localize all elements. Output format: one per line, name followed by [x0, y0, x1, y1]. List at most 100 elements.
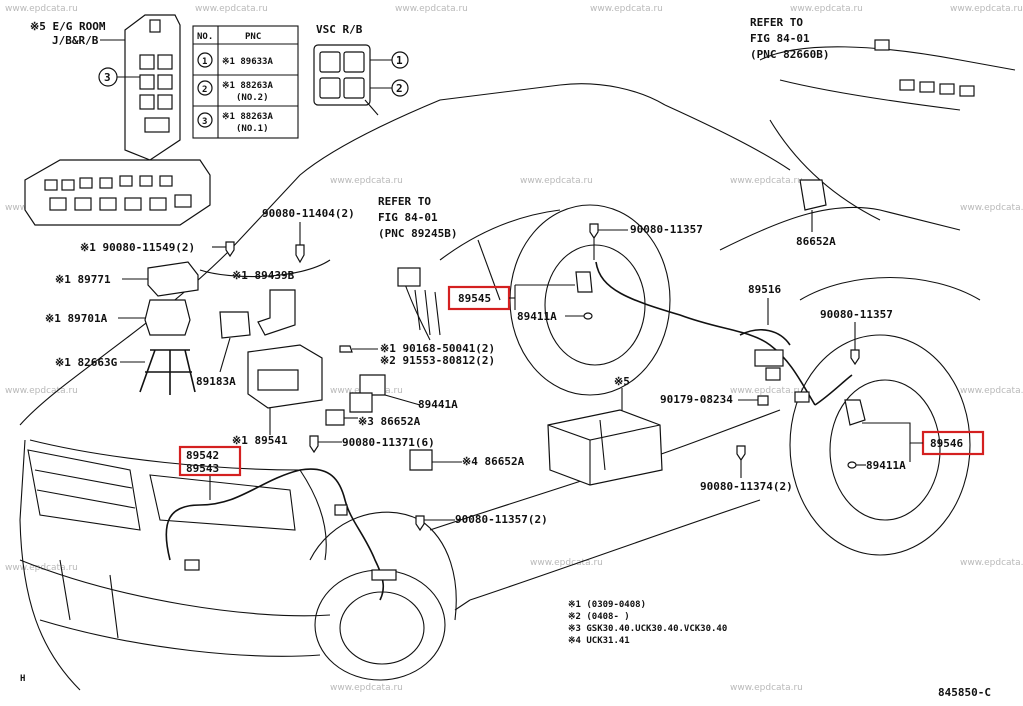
part-label[interactable]: 90080-11357: [820, 308, 893, 321]
watermark: www.epdcata.ru: [730, 683, 803, 693]
part-label[interactable]: 90080-11357: [630, 223, 703, 236]
screw-icon: [339, 345, 353, 353]
body-lower-line: [469, 499, 761, 601]
body-side-line: [429, 409, 781, 531]
part-label[interactable]: ※1 90080-11549(2): [80, 241, 195, 254]
leader-line: [384, 394, 421, 406]
part-label[interactable]: ※1 89541: [232, 434, 288, 447]
fuse: [79, 177, 93, 189]
callout-circle: [391, 51, 409, 69]
vsc-relay-block: VSC R/B 1 2: [313, 23, 409, 116]
harness-loop: [739, 329, 791, 346]
table-header: PNC: [245, 32, 261, 42]
part-label[interactable]: ※5: [614, 375, 630, 388]
relay-slot: [139, 54, 155, 70]
watermark: www.epdcata.ru: [790, 4, 863, 14]
o-ring: [847, 461, 857, 469]
note-line: ※2 (0408- ): [568, 612, 630, 622]
part-label[interactable]: ※4 86652A: [462, 455, 525, 468]
fuse: [159, 175, 173, 187]
part-label-highlighted[interactable]: 89546: [930, 437, 963, 450]
part-label[interactable]: ※2 91553-80812(2): [380, 354, 495, 367]
table-header: NO.: [197, 32, 213, 42]
leader-line: [477, 239, 501, 301]
note-line: ※1 (0309-0408): [568, 600, 646, 610]
relay-86652a: [409, 449, 433, 471]
fuse-box-note: J/B&R/B: [52, 34, 99, 47]
relay-socket: [319, 77, 341, 99]
o-ring: [583, 312, 593, 320]
watermark: www.epdcata.ru: [960, 558, 1023, 568]
callout-number: 3: [104, 71, 111, 84]
watermark: www.epdcata.ru: [5, 4, 78, 14]
sensor-clip: [794, 391, 810, 403]
watermark: www.epdcata.ru: [960, 203, 1023, 213]
part-label-highlighted[interactable]: 89543: [186, 462, 219, 475]
fuse: [99, 177, 113, 189]
part-label[interactable]: 86652A: [796, 235, 836, 248]
part-label[interactable]: 89411A: [866, 459, 906, 472]
harness-wires: [414, 289, 441, 336]
part-label[interactable]: ※1 89701A: [45, 312, 108, 325]
part-label-highlighted[interactable]: 89542: [186, 449, 219, 462]
battery-box: [547, 409, 663, 486]
fuse: [139, 175, 153, 187]
ecu-connector: [257, 369, 299, 391]
table-cell-pnc: ※1 88263A: [222, 81, 273, 91]
sensor-harness: [165, 468, 385, 601]
part-label[interactable]: 90080-11371(6): [342, 436, 435, 449]
dash-switch: [959, 85, 975, 97]
relay-socket: [319, 51, 341, 73]
bumper-line: [19, 559, 331, 617]
bolt-icon: [309, 435, 319, 454]
bumper-top-line: [29, 439, 301, 471]
rear-tire: [789, 334, 971, 556]
dash-switch: [939, 83, 955, 95]
ref-line: REFER TO: [750, 16, 803, 29]
fuse: [61, 179, 75, 191]
watermark: www.epdcata.ru: [330, 683, 403, 693]
fuse-box-note: ※5 E/G ROOM: [30, 20, 106, 33]
part-label[interactable]: 90179-08234: [660, 393, 733, 406]
part-label[interactable]: 90080-11357(2): [455, 513, 548, 526]
part-label[interactable]: 89411A: [517, 310, 557, 323]
watermark: www.epdcata.ru: [960, 386, 1023, 396]
rear-harness-group: 89516 86652A 90080-11357 90179-08234 ※5 …: [547, 179, 893, 493]
part-label[interactable]: 89183A: [196, 375, 236, 388]
relay-slot: [157, 74, 173, 90]
front-rim: [339, 591, 425, 665]
callout-number: 2: [396, 82, 403, 95]
part-label-highlighted[interactable]: 89545: [458, 292, 491, 305]
fuse: [44, 179, 58, 191]
watermark: www.epdcata.ru: [330, 176, 403, 186]
front-speed-sensor-group: 89542 89543 90080-11357(2): [165, 445, 548, 601]
vsc-rb-title: VSC R/B: [316, 23, 363, 36]
part-label[interactable]: ※1 82663G: [55, 356, 118, 369]
part-label[interactable]: ※1 90168-50041(2): [380, 342, 495, 355]
corner-mark: H: [20, 674, 25, 684]
bracket-82663g: [139, 349, 196, 395]
relay-slot: [157, 94, 173, 110]
table-cell-pnc: ※1 88263A: [222, 112, 273, 122]
part-label[interactable]: 89516: [748, 283, 781, 296]
part-label[interactable]: ※1 89439B: [232, 269, 295, 282]
leader-line: [219, 337, 231, 373]
part-label[interactable]: 90080-11374(2): [700, 480, 793, 493]
part-label[interactable]: ※3 86652A: [358, 415, 421, 428]
ref-line: FIG 84-01: [750, 32, 810, 45]
sensor-clip: [334, 504, 348, 516]
ref-line: (PNC 82660B): [750, 48, 829, 61]
part-label[interactable]: ※1 89771: [55, 273, 111, 286]
watermark: www.epdcata.ru: [5, 386, 78, 396]
battery-strap: [599, 419, 606, 471]
relay-89441a: [359, 374, 386, 396]
reference-center: REFER TO FIG 84-01 (PNC 89245B): [378, 195, 501, 301]
fuse: [124, 197, 142, 211]
table-cell-no: 1: [202, 57, 207, 67]
part-label[interactable]: 90080-11404(2): [262, 207, 355, 220]
rear-wheel-arch: [799, 277, 981, 301]
sensor-harness: [814, 374, 853, 406]
watermark: www.epdcata.ru: [195, 4, 268, 14]
fuse: [99, 197, 117, 211]
part-label[interactable]: 89441A: [418, 398, 458, 411]
